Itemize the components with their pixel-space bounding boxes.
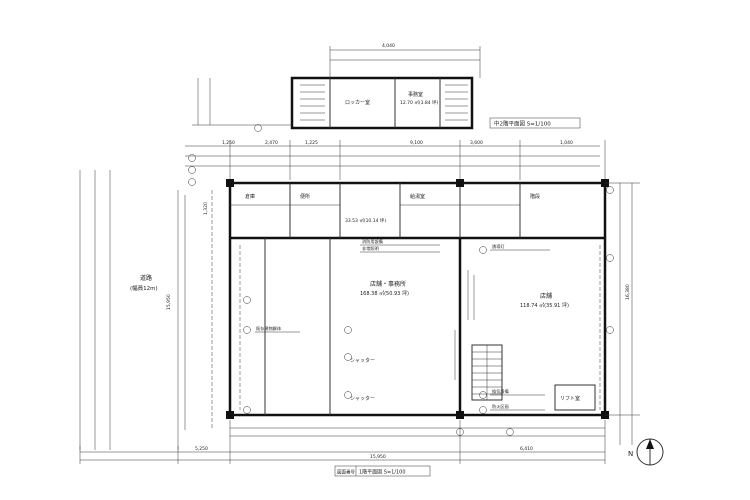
dimension-mid-1: 1,250 bbox=[222, 140, 235, 146]
dimension-top-2: 4,040 bbox=[382, 43, 395, 49]
road-width: (幅員12m) bbox=[130, 284, 158, 292]
note-4: 誘導灯 bbox=[492, 243, 505, 250]
note-5: 換気設備 bbox=[492, 388, 509, 395]
callout-bubbles bbox=[188, 124, 614, 436]
north-mark-label: N bbox=[628, 450, 633, 458]
road-area: 道路 (幅員12m) 15,950 1,320 bbox=[79, 170, 213, 450]
main-plan-title-prefix: 図面番号 bbox=[337, 469, 355, 476]
lift-room bbox=[554, 384, 596, 411]
note-6: 防火区画 bbox=[492, 403, 509, 410]
north-arrow: N bbox=[628, 438, 664, 466]
bottom-dimensions: 5,250 6,410 15,950 bbox=[79, 420, 606, 464]
upper-floor-plan: ロッカー室 事務室 12.70 ㎡(3.84 坪) 4,040 中2階平面図 S… bbox=[192, 43, 581, 130]
upper-stair bbox=[300, 84, 468, 121]
dimension-left-1: 1,320 bbox=[203, 202, 209, 215]
dimension-bottom-1: 5,250 bbox=[195, 446, 208, 452]
main-stair bbox=[471, 344, 503, 401]
upper-plan-title: 中2階平面図 S=1/100 bbox=[494, 120, 551, 128]
shutter-label-1: シャッター bbox=[350, 357, 375, 364]
note-1: 既存建物解体 bbox=[256, 325, 282, 332]
store-right-area: 118.74 ㎡(35.91 坪) bbox=[520, 302, 569, 309]
main-top-dimensions: 1,250 2,470 9,100 1,040 1,225 3,600 bbox=[185, 140, 606, 180]
office-upper-area: 12.70 ㎡(3.84 坪) bbox=[400, 99, 439, 106]
dimension-right-total: 16,380 bbox=[625, 284, 631, 300]
store-left-area: 168.38 ㎡(50.93 坪) bbox=[360, 290, 409, 297]
pillar bbox=[456, 179, 464, 187]
dimension-top-1: 1,225 bbox=[305, 140, 318, 146]
toilet-label: 便所 bbox=[300, 193, 310, 200]
shutter-label-2: シャッター bbox=[350, 395, 375, 402]
hot-water-label: 給湯室 bbox=[410, 193, 425, 200]
main-floor-plan: リフト室 倉庫 便所 給湯室 33.53 ㎡(10.14 坪) 階段 店舗・事務… bbox=[226, 179, 609, 419]
main-plan-title-box: 図面番号 1階平面図 S=1/100 bbox=[334, 465, 431, 477]
dimension-left-total: 15,950 bbox=[166, 294, 172, 310]
notes-area: 既存建物解体 消防用設備 非常照明 誘導灯 換気設備 防火区画 bbox=[255, 238, 550, 411]
center-room-area: 33.53 ㎡(10.14 坪) bbox=[345, 217, 386, 224]
dimension-bottom-2: 6,410 bbox=[520, 446, 533, 452]
pillar bbox=[226, 179, 234, 187]
store-left-label: 店舗・事務所 bbox=[370, 280, 406, 288]
pillar bbox=[456, 411, 464, 419]
dimension-mid-4: 1,040 bbox=[560, 140, 573, 146]
office-upper-label: 事務室 bbox=[408, 91, 423, 98]
main-plan-title: 1階平面図 S=1/100 bbox=[359, 469, 406, 476]
note-2: 消防用設備 bbox=[362, 238, 383, 245]
dimension-mid-3: 9,100 bbox=[410, 140, 423, 146]
storage-label: 倉庫 bbox=[245, 193, 255, 200]
dimension-bottom-3: 15,950 bbox=[370, 454, 386, 460]
note-3: 非常照明 bbox=[362, 245, 379, 252]
locker-room-label: ロッカー室 bbox=[345, 99, 370, 106]
dimension-mid-2: 2,470 bbox=[265, 140, 278, 146]
road-label: 道路 bbox=[140, 274, 152, 282]
lift-room-label: リフト室 bbox=[560, 395, 580, 402]
staircase-label: 階段 bbox=[530, 193, 540, 200]
dimension-top-3: 3,600 bbox=[470, 140, 483, 146]
right-dimensions: 16,380 bbox=[605, 182, 640, 445]
pillar bbox=[226, 411, 234, 419]
store-right-label: 店舗 bbox=[540, 292, 552, 300]
